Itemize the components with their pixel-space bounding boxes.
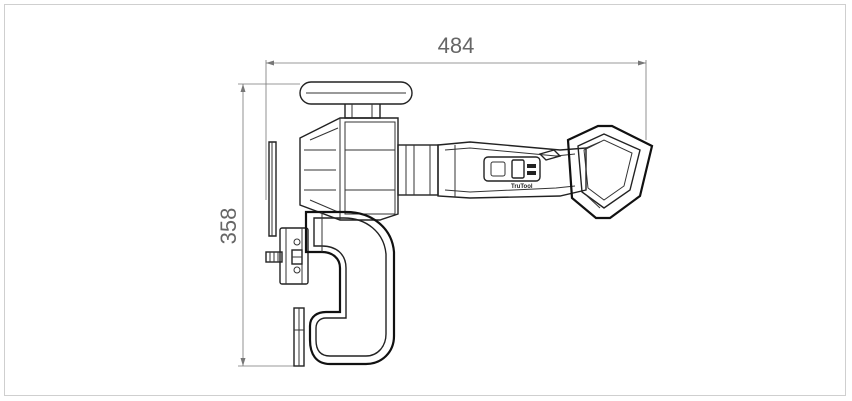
height-arrow-top bbox=[240, 84, 246, 92]
handle-knob bbox=[299, 81, 413, 105]
lock-tab bbox=[538, 149, 562, 161]
tool-drawing: TruTool bbox=[265, 81, 654, 367]
clamp-adjuster bbox=[265, 227, 309, 285]
clamp-block bbox=[279, 227, 309, 285]
width-arrow-right bbox=[638, 60, 646, 66]
side-guide bbox=[268, 141, 277, 237]
battery-pack bbox=[566, 124, 654, 220]
width-label: 484 bbox=[438, 33, 475, 58]
grip-body: TruTool bbox=[437, 141, 587, 199]
switch-button bbox=[511, 159, 525, 179]
neck-collar bbox=[397, 144, 439, 196]
brand-label: TruTool bbox=[511, 184, 533, 190]
trigger-switch bbox=[483, 156, 541, 182]
top-handle bbox=[299, 81, 413, 119]
width-arrow-left bbox=[266, 60, 274, 66]
head-housing bbox=[299, 117, 399, 221]
c-frame bbox=[304, 210, 396, 366]
lower-punch bbox=[293, 307, 305, 367]
motor-neck bbox=[397, 144, 439, 196]
height-dimension: 358 bbox=[216, 83, 300, 367]
drawing-frame bbox=[4, 4, 846, 396]
width-dimension: 484 bbox=[265, 33, 647, 200]
height-label: 358 bbox=[216, 208, 241, 245]
height-arrow-bottom bbox=[240, 358, 246, 366]
